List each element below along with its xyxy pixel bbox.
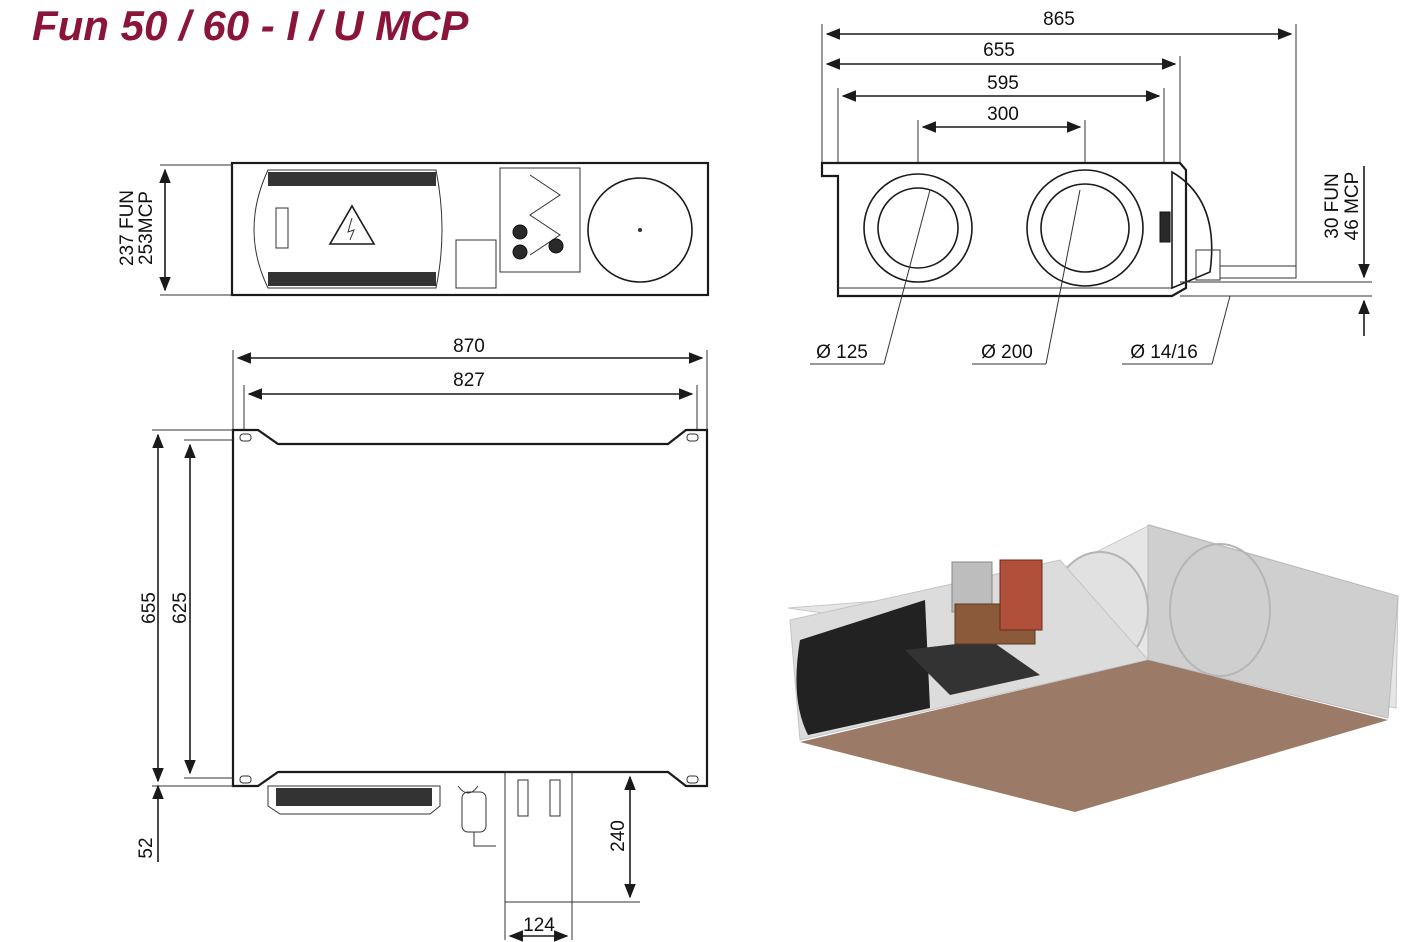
drain-pipe <box>473 832 496 847</box>
depth-625-label: 625 <box>170 592 191 624</box>
top-view: 237 FUN 253MCP <box>117 161 710 297</box>
end-fan-housing <box>1171 170 1213 290</box>
drain-fitting <box>1195 249 1221 281</box>
offset-mcp-label: 46 MCP <box>1342 172 1363 241</box>
offset-fun-label: 30 FUN <box>1322 173 1343 238</box>
width-870-label: 870 <box>453 336 485 357</box>
depth-240-label: 240 <box>608 820 629 852</box>
offset-52-label: 52 <box>136 837 157 858</box>
spigot-center <box>638 228 642 232</box>
fan-grille-top <box>268 172 436 186</box>
isometric-render <box>787 524 1399 812</box>
spigot-small-outer <box>863 173 973 283</box>
valve-stem-left <box>517 779 529 817</box>
page-title: Fun 50 / 60 - I / U MCP <box>32 2 469 49</box>
mount-slot-br <box>686 775 699 784</box>
fan-grille-bottom <box>268 272 436 286</box>
render-spigot-right <box>1169 543 1271 677</box>
spigot-large-outer <box>1026 169 1144 287</box>
spigot-small-inner <box>877 187 959 269</box>
side-view: 865 655 595 300 30 FUN 46 MCP <box>810 9 1372 365</box>
drain-pump <box>461 791 487 833</box>
end-connector <box>1159 211 1171 243</box>
width-595-label: 595 <box>987 73 1019 94</box>
outlet-spigot <box>587 177 693 283</box>
height-fun-label: 237 FUN <box>117 190 138 266</box>
plan-casing <box>231 428 709 788</box>
height-mcp-label: 253MCP <box>136 191 157 265</box>
valve-right <box>548 238 564 254</box>
leader-125 <box>883 189 931 365</box>
width-655-label: 655 <box>983 40 1015 61</box>
diam-14-16-label: Ø 14/16 <box>1130 342 1198 363</box>
side-casing <box>820 161 1188 298</box>
width-300-label: 300 <box>987 104 1019 125</box>
depth-655-label: 655 <box>139 592 160 624</box>
valve-box <box>504 771 573 903</box>
plan-view: 870 827 655 625 52 240 <box>136 336 709 942</box>
leader-200 <box>1045 189 1081 365</box>
width-827-label: 827 <box>453 370 485 391</box>
valve-left-lower <box>512 244 528 260</box>
fan-grille <box>276 788 432 806</box>
width-124-label: 124 <box>523 915 555 936</box>
mount-slot-tl <box>239 433 252 442</box>
fan-grille-housing <box>267 785 441 815</box>
mount-slot-bl <box>239 775 252 784</box>
pump-unit <box>455 239 497 289</box>
drain-pipe-side <box>1219 265 1297 279</box>
render-drain-tray <box>905 640 1040 695</box>
valve-left <box>512 224 528 240</box>
coil-block <box>499 167 581 273</box>
warning-icon <box>328 204 376 245</box>
render-fan <box>796 600 930 735</box>
lightning-icon <box>347 217 355 241</box>
fan-switch <box>275 207 289 249</box>
fan-housing <box>253 169 443 289</box>
width-865-label: 865 <box>1043 9 1075 30</box>
render-bottom-panel <box>800 660 1388 812</box>
diam-125-label: Ø 125 <box>816 342 868 363</box>
mount-slot-tr <box>686 433 699 442</box>
render-coil <box>999 559 1043 631</box>
diam-200-label: Ø 200 <box>981 342 1033 363</box>
leader-14-16 <box>1211 295 1231 365</box>
spigot-large-inner <box>1040 183 1130 273</box>
valve-stem-right <box>549 779 561 817</box>
